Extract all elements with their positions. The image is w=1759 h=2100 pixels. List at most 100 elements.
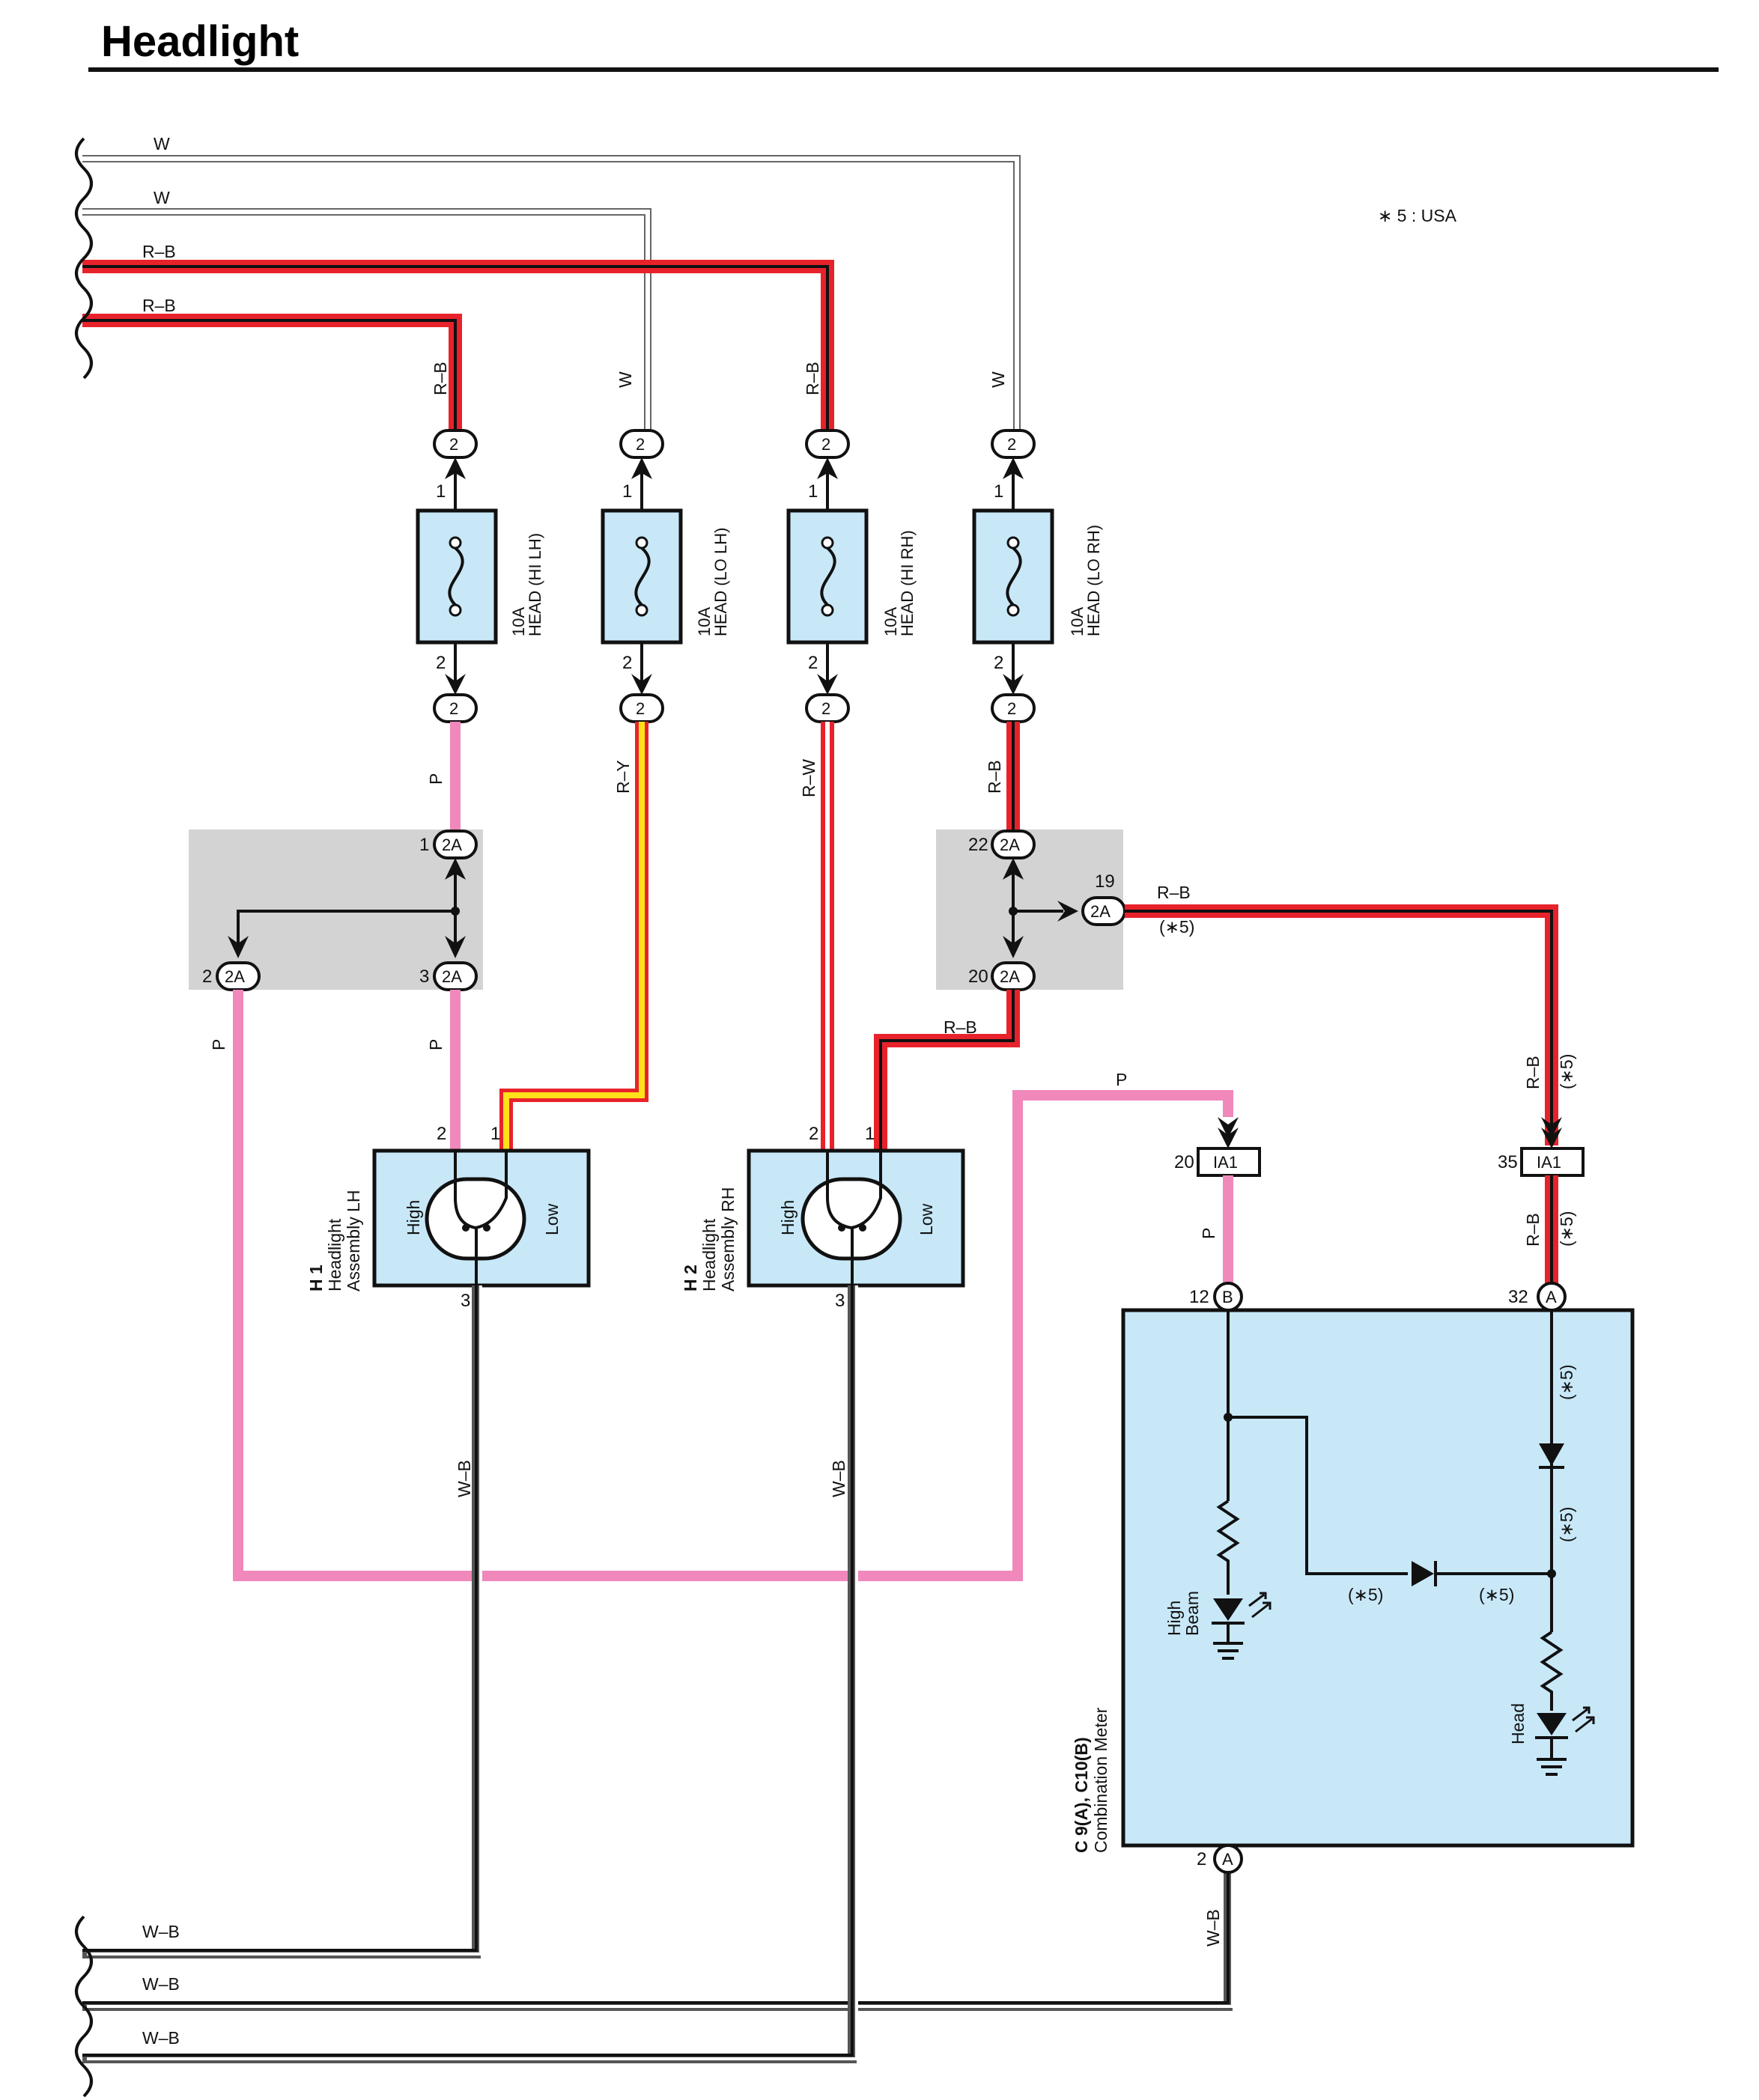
combination-meter: B 12 A 32 A 2 High Beam (∗5) (∗5) <box>1072 1282 1635 1874</box>
wire-label-rw: R–W <box>799 759 818 797</box>
arrow-up-icon <box>631 457 652 479</box>
junction-conn-label: 2A <box>1000 836 1020 854</box>
cut-edge-top <box>75 137 93 380</box>
fuse-rating: 10A <box>881 607 900 636</box>
resistor-icon <box>1216 1500 1240 1595</box>
fuse-name: HEAD (LO RH) <box>1084 525 1103 636</box>
fuse-hi-rh: R–B 2 1 10A HEAD (HI RH) 2 2 <box>786 362 917 723</box>
wire-label-wb-3: W–B <box>142 2028 180 2048</box>
wire-label-wb-h1: W–B <box>455 1460 474 1497</box>
wire-label-wb-2: W–B <box>142 1974 180 1994</box>
fuse-hi-lh: R–B 2 1 10A HEAD (HI LH) 2 2 <box>416 362 544 723</box>
h2-pin-3: 3 <box>835 1291 845 1311</box>
wire-rb-2 <box>82 314 462 433</box>
junction-left: 2A 1 2A 2 2A 3 <box>202 830 478 991</box>
wire-wb-h2 <box>82 1285 858 2063</box>
ia1-label: IA1 <box>1537 1153 1561 1172</box>
fuse-rating: 10A <box>695 607 714 636</box>
fuse-element-icon <box>634 547 651 606</box>
head-label: Head <box>1508 1703 1528 1744</box>
arrow-down-icon <box>445 936 466 958</box>
meter-code: C 9(A), C10(B) <box>1072 1737 1091 1853</box>
fuse-lo-rh: W 2 1 10A HEAD (LO RH) 2 2 <box>972 371 1103 723</box>
ia1-label: IA1 <box>1213 1153 1238 1172</box>
page-title: Headlight <box>101 17 299 66</box>
junction-pin-19: 19 <box>1095 871 1115 892</box>
h2-code: H 2 <box>681 1264 700 1291</box>
connector-label: 2 <box>1007 699 1016 718</box>
fuse-pin-in: 1 <box>622 481 632 502</box>
connector-label: 2 <box>449 435 458 454</box>
arrow-right-icon <box>1057 901 1078 922</box>
meter-note-diode-right: (∗5) <box>1479 1585 1514 1604</box>
h1-high-label: High <box>404 1200 423 1235</box>
meter-conn-a-bottom: A <box>1222 1850 1233 1869</box>
connector-label: 2 <box>449 699 458 718</box>
junction-pin-2: 2 <box>202 967 212 987</box>
diode-icon <box>1539 1443 1564 1466</box>
wire-label-wb-1: W–B <box>142 1922 180 1941</box>
h1-code: H 1 <box>306 1264 326 1291</box>
usa-note: ∗ 5 : USA <box>1378 206 1457 225</box>
connector-label: 2 <box>636 435 645 454</box>
fuse-pin-out: 2 <box>808 653 818 673</box>
fuse-wire-top-label: R–B <box>803 362 822 395</box>
connector-label: 2 <box>636 699 645 718</box>
arrow-up-icon <box>1003 457 1024 479</box>
led-icon <box>1537 1713 1567 1735</box>
junction-pin-22: 22 <box>968 835 988 855</box>
wire-wb-h1 <box>82 1285 482 1959</box>
meter-pin-32: 32 <box>1508 1287 1528 1307</box>
h2-pin-2: 2 <box>809 1124 818 1144</box>
wire-label-w-1: W <box>154 134 170 153</box>
h2-pin-1: 1 <box>865 1124 875 1144</box>
h2-name-1: Headlight <box>699 1218 719 1291</box>
h1-name-1: Headlight <box>325 1218 344 1291</box>
meter-body <box>1121 1308 1635 1848</box>
wire-wb-meter <box>82 1872 1234 2011</box>
wire-label-ry: R–Y <box>613 760 633 794</box>
wire-label-p: P <box>426 773 446 785</box>
wire-note-rb-ia1: (∗5) <box>1557 1054 1576 1089</box>
high-beam-label-1: High <box>1164 1601 1184 1636</box>
h1-pin-2: 2 <box>437 1124 446 1144</box>
h2-name-2: Assembly RH <box>718 1187 738 1291</box>
junction-right: 2A 22 2A 19 2A 20 <box>968 830 1126 991</box>
junction-conn-label: 2A <box>1000 967 1020 986</box>
h1-pin-1: 1 <box>490 1124 500 1144</box>
fuse-wire-top-label: W <box>988 371 1008 388</box>
connector-label: 2 <box>821 435 830 454</box>
wire-rb-1 <box>82 260 834 433</box>
h2-high-label: High <box>778 1200 798 1235</box>
junction-conn-label: 2A <box>225 967 245 986</box>
meter-note-diode-left: (∗5) <box>1348 1585 1383 1604</box>
fuse-element-icon <box>1006 547 1022 606</box>
fuse-rating: 10A <box>509 607 528 636</box>
fuse-pin-in: 1 <box>808 481 818 502</box>
wire-label-p: P <box>209 1039 228 1050</box>
h1-pin-3: 3 <box>461 1291 470 1311</box>
connector-label: 2 <box>821 699 830 718</box>
wire-rb-to-ia1 <box>1125 904 1558 1145</box>
wire-label-p-ia1: P <box>1199 1228 1218 1239</box>
fuse-pin-out: 2 <box>994 653 1003 673</box>
wire-label-wb-h2: W–B <box>829 1460 848 1497</box>
wire-ry <box>499 722 648 1151</box>
meter-name: Combination Meter <box>1091 1707 1111 1853</box>
arrow-down-icon <box>1003 936 1024 958</box>
fuse-name: HEAD (HI LH) <box>526 533 544 636</box>
ia1-right-pin: 35 <box>1498 1152 1518 1172</box>
junction-pin-1: 1 <box>419 835 429 855</box>
led-icon <box>1213 1598 1243 1621</box>
arrow-up-icon <box>1003 858 1024 880</box>
fuse-element-icon <box>448 547 464 606</box>
arrow-down-icon <box>445 674 466 695</box>
h1-name-2: Assembly LH <box>344 1190 363 1291</box>
fuse-rating: 10A <box>1068 607 1087 636</box>
wire-label-rb-1: R–B <box>142 242 176 261</box>
arrow-down-icon <box>1218 1117 1239 1138</box>
wire-note-rb-19: (∗5) <box>1159 917 1194 937</box>
fuse-name: HEAD (LO LH) <box>711 528 730 636</box>
wire-label-w-2: W <box>154 188 170 207</box>
